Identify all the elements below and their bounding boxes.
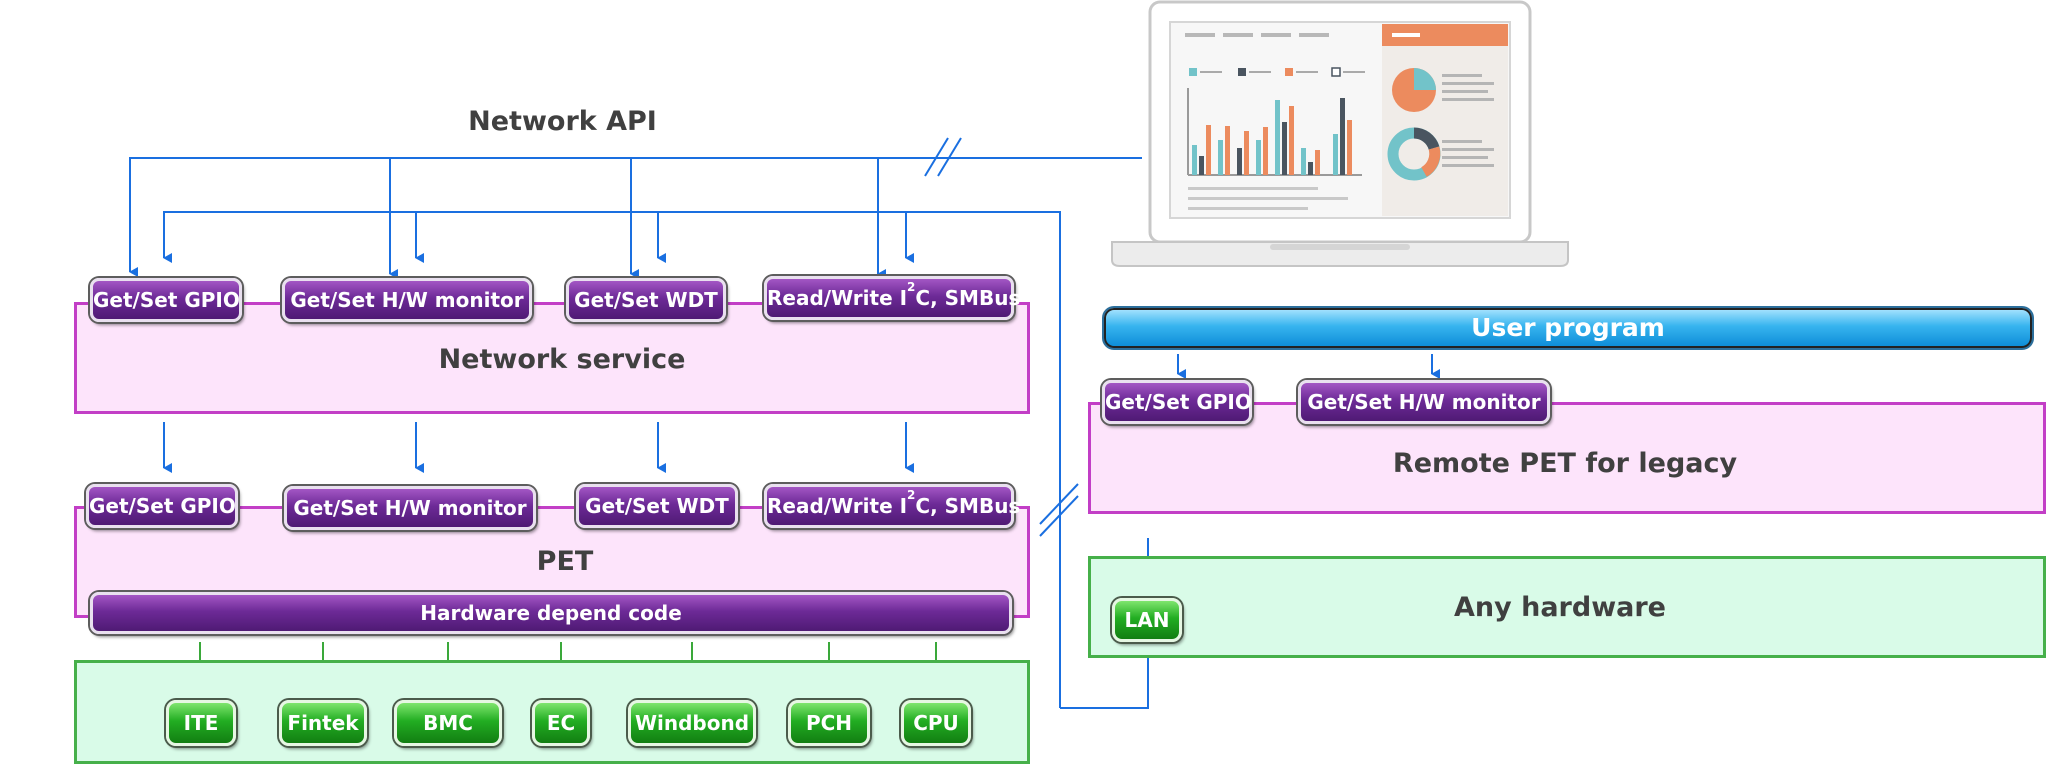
button-label-suffix: C, SMBus bbox=[915, 286, 1021, 310]
bar-chart-icon bbox=[1187, 67, 1365, 176]
remote-pet-label: Remote PET for legacy bbox=[1392, 448, 1738, 479]
chip-bmc[interactable]: BMC bbox=[394, 700, 502, 746]
chip-label: CPU bbox=[913, 711, 959, 735]
chip-label: BMC bbox=[423, 711, 473, 735]
chip-ite[interactable]: ITE bbox=[166, 700, 236, 746]
laptop-icon bbox=[1111, 0, 1569, 267]
button-label-sup: 2 bbox=[907, 280, 916, 294]
network-api-label: Network API bbox=[468, 106, 657, 137]
pet-read-write-i2c-button[interactable]: Read/Write I2C, SMBus bbox=[764, 484, 1020, 528]
button-label: Get/Set GPIO bbox=[1105, 390, 1252, 414]
pet-get-set-gpio-button[interactable]: Get/Set GPIO bbox=[86, 484, 238, 528]
user-program-label: User program bbox=[1471, 313, 1665, 342]
ns-get-set-hw-monitor-button[interactable]: Get/Set H/W monitor bbox=[282, 278, 532, 322]
remote-get-set-hw-monitor-button[interactable]: Get/Set H/W monitor bbox=[1298, 380, 1550, 424]
lan-label: LAN bbox=[1124, 608, 1170, 632]
pet-get-set-hw-monitor-button[interactable]: Get/Set H/W monitor bbox=[284, 486, 536, 530]
chip-ec[interactable]: EC bbox=[532, 700, 590, 746]
chip-label: EC bbox=[546, 711, 576, 735]
ns-get-set-gpio-button[interactable]: Get/Set GPIO bbox=[90, 278, 242, 322]
ns-get-set-wdt-button[interactable]: Get/Set WDT bbox=[566, 278, 726, 322]
chip-cpu[interactable]: CPU bbox=[901, 700, 971, 746]
ns-read-write-i2c-button[interactable]: Read/Write I2C, SMBus bbox=[764, 276, 1020, 320]
chip-label: Windbond bbox=[634, 711, 750, 735]
remote-get-set-gpio-button[interactable]: Get/Set GPIO bbox=[1102, 380, 1252, 424]
chip-fintek[interactable]: Fintek bbox=[279, 700, 367, 746]
hardware-depend-code-label: Hardware depend code bbox=[420, 601, 682, 625]
chip-label: ITE bbox=[183, 711, 219, 735]
button-label: Get/Set H/W monitor bbox=[290, 288, 524, 312]
button-label: Read/Write I bbox=[767, 494, 908, 518]
button-label-sup: 2 bbox=[907, 488, 916, 502]
any-hardware-box bbox=[1088, 556, 2046, 658]
pie-chart-icon bbox=[1392, 68, 1494, 112]
donut-chart-icon bbox=[1387, 127, 1494, 181]
hardware-depend-code-bar[interactable]: Hardware depend code bbox=[90, 592, 1012, 634]
chip-label: Fintek bbox=[287, 711, 359, 735]
button-label: Get/Set WDT bbox=[574, 288, 718, 312]
button-label: Get/Set GPIO bbox=[89, 494, 236, 518]
button-label: Get/Set WDT bbox=[585, 494, 729, 518]
button-label: Get/Set H/W monitor bbox=[293, 496, 527, 520]
any-hardware-label: Any hardware bbox=[1454, 592, 1666, 623]
chip-pch[interactable]: PCH bbox=[788, 700, 870, 746]
network-service-label: Network service bbox=[438, 344, 686, 375]
chip-windbond[interactable]: Windbond bbox=[628, 700, 756, 746]
pet-label: PET bbox=[536, 546, 594, 577]
chip-label: PCH bbox=[805, 711, 853, 735]
button-label: Read/Write I bbox=[767, 286, 908, 310]
pet-get-set-wdt-button[interactable]: Get/Set WDT bbox=[576, 484, 738, 528]
lan-port[interactable]: LAN bbox=[1112, 598, 1182, 642]
button-label-suffix: C, SMBus bbox=[915, 494, 1021, 518]
user-program-bar[interactable]: User program bbox=[1102, 306, 2034, 350]
button-label: Get/Set GPIO bbox=[93, 288, 240, 312]
button-label: Get/Set H/W monitor bbox=[1307, 390, 1541, 414]
